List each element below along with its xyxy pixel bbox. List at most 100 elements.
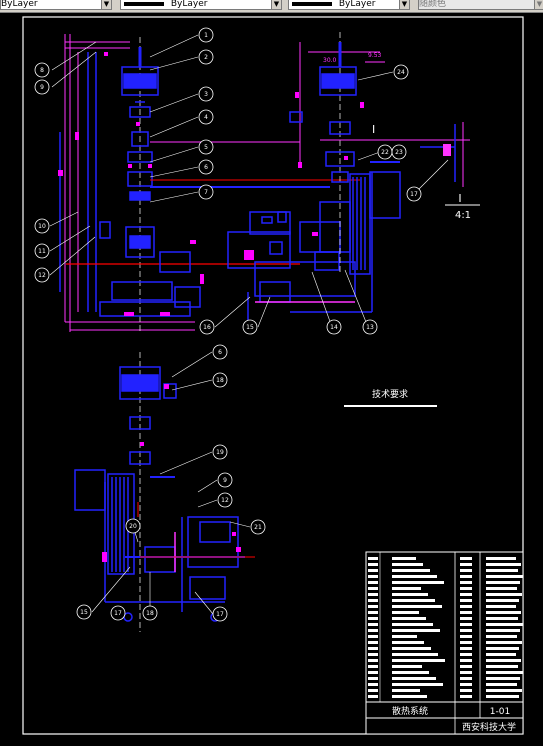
callout-balloon-24: 24 — [393, 64, 409, 80]
chevron-down-icon[interactable]: ▼ — [534, 0, 543, 9]
linetype-swatch — [124, 1, 164, 6]
callout-balloon-17b: 17 — [110, 605, 126, 621]
svg-text:12: 12 — [38, 272, 46, 279]
chevron-down-icon[interactable]: ▼ — [271, 0, 281, 9]
layer-combo-value: ByLayer — [1, 0, 38, 9]
title-block-cell — [368, 599, 378, 602]
bottom-assembly-view — [74, 352, 255, 632]
callout-balloon-18b: 18 — [142, 605, 158, 621]
technical-requirements-heading: 技术要求 — [372, 388, 408, 400]
dimension-label: 30.0 — [323, 57, 337, 64]
title-block-cell — [460, 677, 472, 680]
svg-text:15: 15 — [246, 324, 254, 331]
svg-text:18: 18 — [146, 610, 154, 617]
title-block-cell — [368, 689, 378, 692]
title-block-cell — [460, 689, 472, 692]
title-block-cell — [392, 677, 436, 680]
svg-text:19: 19 — [216, 449, 224, 456]
title-block-cell — [460, 695, 472, 698]
svg-text:1: 1 — [204, 32, 208, 39]
svg-text:21: 21 — [254, 524, 262, 531]
svg-text:12: 12 — [221, 497, 229, 504]
properties-toolbar: ByLayer ▼ ByLayer ▼ ByLayer ▼ 随颜色 ▼ — [0, 0, 543, 13]
title-block-cell — [392, 653, 438, 656]
title-block-cell — [368, 605, 378, 608]
svg-text:16: 16 — [203, 324, 211, 331]
drawing-canvas[interactable]: I 4:1 I 30.0 9.53 技术要 — [0, 12, 543, 742]
chevron-down-icon[interactable]: ▼ — [101, 0, 111, 9]
title-block-cell — [368, 653, 378, 656]
callout-balloon-15: 15 — [242, 319, 258, 335]
left-assembly-view — [59, 34, 360, 332]
title-block-cell — [486, 617, 518, 620]
title-block-cell — [460, 605, 472, 608]
callout-balloon-20: 20 — [125, 518, 141, 534]
svg-text:8: 8 — [40, 67, 44, 74]
title-block-cell — [392, 671, 429, 674]
title-block-cell — [392, 689, 420, 692]
title-block-cell — [368, 683, 378, 686]
title-block-cell — [486, 581, 520, 584]
title-block-cell — [486, 635, 517, 638]
title-block-cell — [392, 575, 437, 578]
svg-text:22: 22 — [381, 149, 389, 156]
title-block-cell — [368, 695, 378, 698]
callout-balloon-22: 22 — [377, 144, 393, 160]
title-block-cell — [486, 623, 523, 626]
linetype-combo[interactable]: ByLayer ▼ — [120, 0, 282, 10]
center-mechanism — [227, 201, 356, 332]
svg-text:24: 24 — [397, 69, 405, 76]
title-block-cell — [368, 575, 378, 578]
title-block-cell — [368, 587, 378, 590]
callout-balloon-4: 4 — [198, 109, 214, 125]
svg-text:15: 15 — [80, 609, 88, 616]
title-block-cell — [486, 677, 520, 680]
lineweight-combo[interactable]: ByLayer ▼ — [288, 0, 410, 10]
section-scale: 4:1 — [455, 210, 471, 221]
svg-text:4: 4 — [204, 114, 208, 121]
title-block-cell — [460, 641, 472, 644]
layer-combo[interactable]: ByLayer ▼ — [0, 0, 112, 10]
title-block-cell — [486, 569, 518, 572]
title-block-cell — [460, 671, 472, 674]
title-block-cell — [368, 623, 378, 626]
chevron-down-icon[interactable]: ▼ — [399, 0, 409, 9]
title-block-cell — [392, 647, 431, 650]
title-block-cell — [460, 647, 472, 650]
svg-text:10: 10 — [38, 223, 46, 230]
linetype-combo-value: ByLayer — [170, 0, 208, 9]
title-block-cell — [368, 647, 378, 650]
title-block-cell — [486, 659, 521, 662]
callout-balloon-11: 11 — [34, 243, 50, 259]
title-block-cell — [486, 647, 519, 650]
svg-text:17: 17 — [410, 191, 418, 198]
svg-text:6: 6 — [204, 164, 208, 171]
callout-balloon-6b: 6 — [212, 344, 228, 360]
title-block-cell — [392, 659, 445, 662]
svg-text:20: 20 — [129, 523, 137, 530]
callout-balloon-21: 21 — [250, 519, 266, 535]
title-block-cell — [368, 563, 378, 566]
title-block-cell — [486, 683, 517, 686]
callout-balloon-16: 16 — [199, 319, 215, 335]
title-block-cell — [368, 671, 378, 674]
title-block-cell — [460, 617, 472, 620]
title-block-cell — [392, 629, 440, 632]
right-assembly-magenta — [295, 92, 364, 236]
callout-balloon-10: 10 — [34, 218, 50, 234]
plotstyle-combo[interactable]: 随颜色 ▼ — [418, 0, 543, 10]
callout-balloon-12: 12 — [34, 267, 50, 283]
bottom-assembly-magenta — [102, 384, 241, 562]
drawing-number: 1-01 — [490, 707, 510, 717]
title-block-cell — [368, 617, 378, 620]
title-block-cell — [460, 683, 472, 686]
callout-balloons: 1 2 3 4 5 6 7 8 9 10 11 12 16 15 14 13 2… — [34, 27, 422, 622]
title-block-cell — [392, 599, 435, 602]
lineweight-combo-value: ByLayer — [338, 0, 376, 9]
title-block-cell — [368, 569, 378, 572]
right-assembly-view — [289, 32, 470, 313]
svg-text:3: 3 — [204, 91, 208, 98]
callout-balloon-15b: 15 — [76, 604, 92, 620]
title-block-cell — [460, 557, 472, 560]
title-block-cell — [368, 659, 378, 662]
